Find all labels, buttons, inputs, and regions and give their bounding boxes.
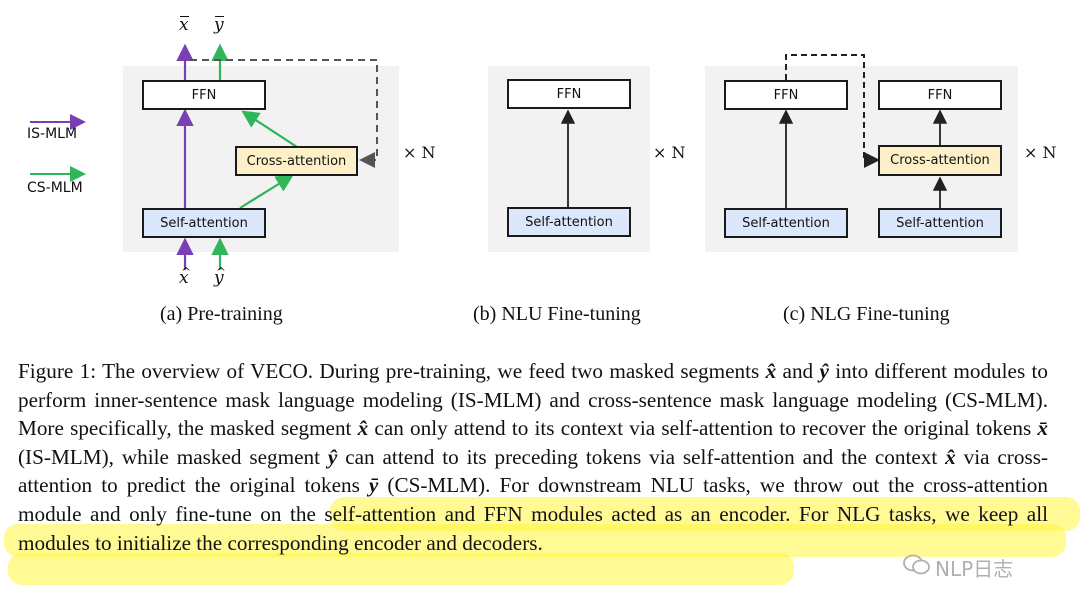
x-bar-output: x — [179, 15, 189, 35]
pretraining-ffn-box: FFN — [142, 80, 266, 110]
watermark-text: NLP日志 — [935, 557, 1014, 581]
nlg-encoder-self-attention-box: Self-attention — [724, 208, 848, 238]
highlight-line-3 — [8, 553, 794, 585]
cs-mlm-legend-label: CS-MLM — [27, 180, 83, 196]
pretraining-self-attention-box: Self-attention — [142, 208, 266, 238]
caption-nlg-fine-tuning: (c) NLG Fine-tuning — [783, 303, 950, 325]
nlg-encoder-ffn-box: FFN — [724, 80, 848, 110]
y-hat-input: ^y — [214, 265, 227, 288]
nlg-decoder-cross-attention-box: Cross-attention — [878, 145, 1002, 176]
nlg-decoder-ffn-box: FFN — [878, 80, 1002, 110]
figure-caption-text: Figure 1: The overview of VECO. During p… — [18, 359, 1048, 555]
caption-pretraining: (a) Pre-training — [160, 303, 283, 325]
nlg-repeat-label: × N — [1024, 143, 1057, 162]
highlight-line-2 — [4, 524, 1066, 557]
caption-nlu-fine-tuning: (b) NLU Fine-tuning — [473, 303, 641, 325]
nlu-repeat-label: × N — [653, 143, 686, 162]
x-hat-input: ^x — [179, 265, 192, 288]
nlu-self-attention-box: Self-attention — [507, 207, 631, 237]
nlu-ffn-box: FFN — [507, 79, 631, 109]
pretraining-repeat-label: × N — [403, 143, 436, 162]
watermark: NLP日志 — [903, 553, 1013, 582]
nlg-decoder-self-attention-box: Self-attention — [878, 208, 1002, 238]
wechat-icon — [903, 554, 931, 581]
y-bar-output: y — [214, 15, 224, 35]
pretraining-cross-attention-box: Cross-attention — [235, 146, 358, 176]
is-mlm-legend-label: IS-MLM — [27, 126, 78, 142]
